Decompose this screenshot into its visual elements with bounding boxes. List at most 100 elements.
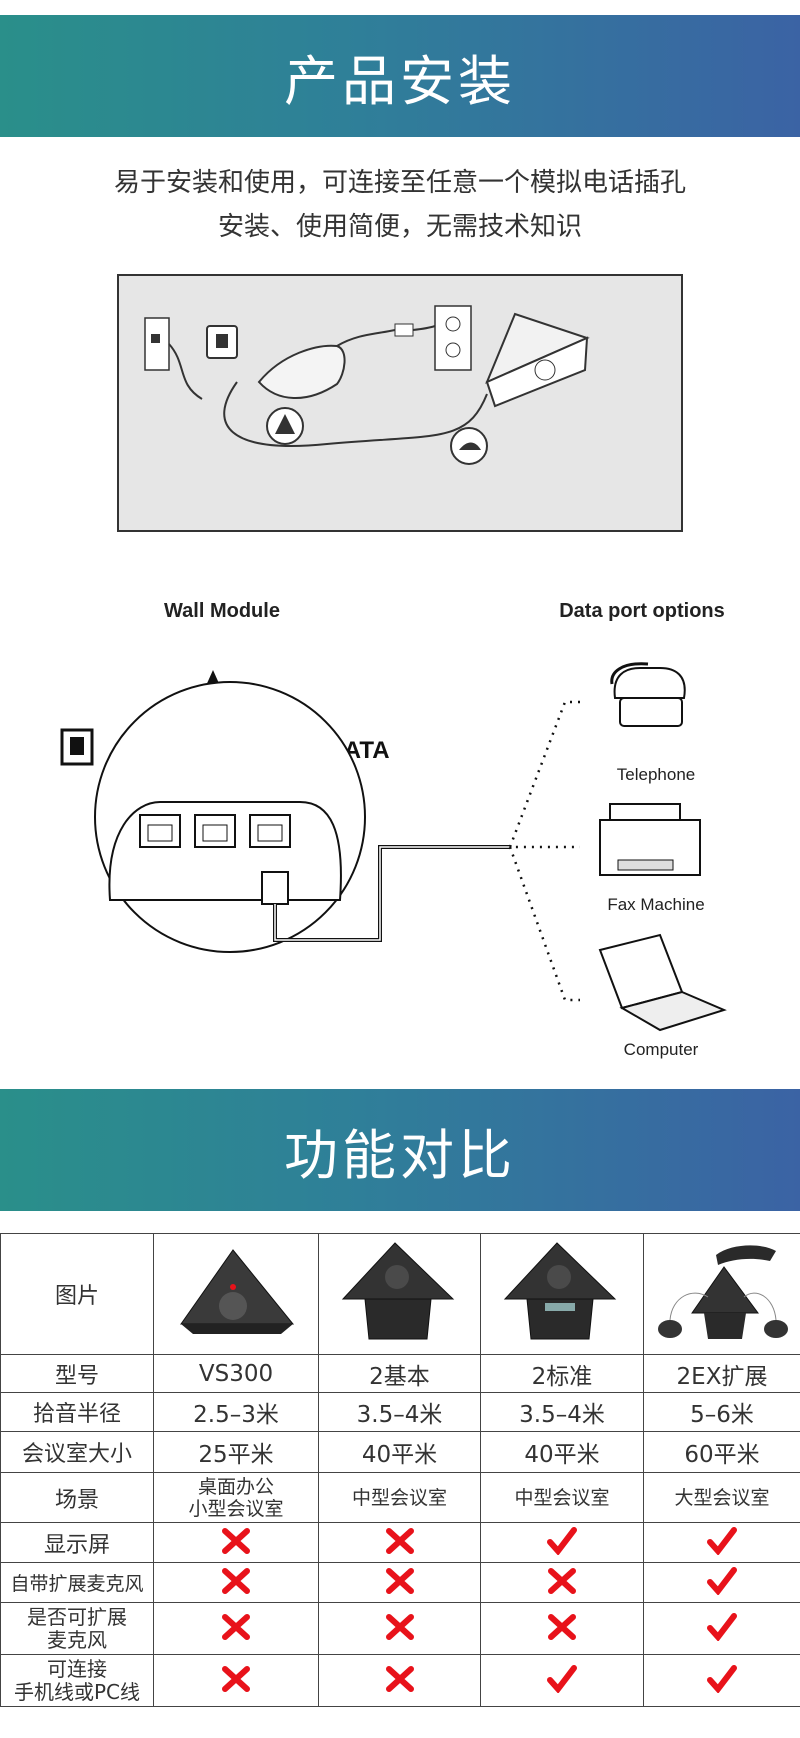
check-icon [707, 1664, 737, 1693]
table-cell: 2标准 [480, 1354, 644, 1393]
telephone-icon [610, 662, 686, 727]
cross-icon [385, 1527, 414, 1554]
computer-icon [598, 933, 727, 1032]
phone-handset-symbol-icon [450, 427, 488, 465]
section-banner-compare: 功能对比 [0, 1089, 800, 1211]
cross-icon [385, 1613, 414, 1640]
conference-symbol-icon [266, 407, 304, 445]
row-label-line: 可连接 [47, 1656, 107, 1681]
row-label: 可连接手机线或PC线 [0, 1654, 154, 1707]
row-label-line: 手机线或PC线 [13, 1679, 141, 1704]
table-cell: 2.5–3米 [153, 1392, 319, 1432]
rj11-port-middle [194, 814, 236, 848]
row-label-line: 显示屏 [43, 1532, 110, 1558]
check-icon [707, 1526, 737, 1555]
wall-module-diagram: Wall Module Data port options DATA Telep… [60, 600, 727, 1059]
table-cell: VS300 [153, 1354, 319, 1393]
section-banner-install: 产品安装 [0, 15, 800, 137]
table-cell: 5–6米 [643, 1392, 800, 1432]
device-label-fax: Fax Machine [607, 895, 704, 914]
table-row-feature: 是否可扩展麦克风 [0, 1602, 800, 1655]
product-2ex-icon [658, 1245, 788, 1339]
rj11-port-right [249, 814, 291, 848]
cross-icon [222, 1567, 250, 1594]
comparison-table: 图片 [0, 1233, 800, 1707]
table-cell: 2基本 [318, 1354, 481, 1393]
conference-phone-icon [485, 312, 590, 408]
check-cell [480, 1654, 644, 1707]
installation-diagram [117, 274, 683, 532]
power-outlet-icon [394, 305, 472, 371]
cross-icon [385, 1567, 414, 1594]
check-cell [643, 1654, 800, 1707]
row-label: 拾音半径 [0, 1392, 154, 1432]
row-label-line: 是否可扩展 [27, 1604, 127, 1629]
check-icon [707, 1566, 737, 1595]
cross-icon [385, 1665, 414, 1692]
cross-cell [318, 1602, 481, 1655]
row-label: 显示屏 [0, 1522, 154, 1563]
table-cell: 40平米 [318, 1431, 481, 1473]
wall-jack-icon [144, 317, 170, 371]
cross-icon [548, 1567, 576, 1594]
row-label: 是否可扩展麦克风 [0, 1602, 154, 1655]
table-cell: 大型会议室 [643, 1472, 800, 1523]
product-image-2ex [643, 1233, 800, 1355]
product-image-2-basic [318, 1233, 481, 1355]
cross-cell [153, 1522, 319, 1563]
cross-cell [318, 1522, 481, 1563]
table-row-feature: 显示屏 [0, 1522, 800, 1563]
cross-icon [548, 1613, 576, 1640]
device-label-telephone: Telephone [617, 765, 695, 784]
cross-cell [480, 1602, 644, 1655]
cross-cell [318, 1562, 481, 1603]
cross-cell [318, 1654, 481, 1707]
product-vs300-icon [180, 1249, 295, 1334]
check-cell [643, 1602, 800, 1655]
cell-line: 桌面办公 [197, 1475, 274, 1498]
section-title-install: 产品安装 [284, 49, 516, 113]
product-2-standard-icon [503, 1242, 617, 1340]
section-title-compare: 功能对比 [284, 1123, 516, 1187]
phone-jack-icon [60, 728, 94, 766]
check-icon [547, 1664, 577, 1693]
wall-module-icon [206, 325, 346, 399]
table-row-feature: 可连接手机线或PC线 [0, 1654, 800, 1707]
table-cell: 3.5–4米 [480, 1392, 644, 1432]
device-label-computer: Computer [624, 1040, 699, 1059]
row-label-image: 图片 [0, 1233, 154, 1355]
table-row-scene: 场景桌面办公小型会议室中型会议室中型会议室大型会议室 [0, 1472, 800, 1523]
check-cell [643, 1522, 800, 1563]
wall-module-label: Wall Module [164, 600, 280, 622]
cross-cell [153, 1654, 319, 1707]
product-image-2-standard [480, 1233, 644, 1355]
cross-cell [153, 1562, 319, 1603]
row-label: 会议室大小 [0, 1431, 154, 1473]
table-cell: 60平米 [643, 1431, 800, 1473]
check-cell [480, 1522, 644, 1563]
cross-icon [222, 1665, 250, 1692]
table-row-images: 图片 [0, 1233, 800, 1355]
row-label: 型号 [0, 1354, 154, 1393]
table-cell: 3.5–4米 [318, 1392, 481, 1432]
cross-cell [153, 1602, 319, 1655]
table-row-feature: 自带扩展麦克风 [0, 1562, 800, 1603]
check-icon [707, 1612, 737, 1641]
fax-machine-icon [599, 803, 701, 876]
row-label: 自带扩展麦克风 [0, 1562, 154, 1603]
table-cell: 2EX扩展 [643, 1354, 800, 1393]
table-cell: 中型会议室 [480, 1472, 644, 1523]
row-label: 场景 [0, 1472, 154, 1523]
cross-icon [222, 1613, 250, 1640]
row-label-line: 自带扩展麦克风 [10, 1573, 144, 1595]
product-image-vs300 [153, 1233, 319, 1355]
product-2-basic-icon [341, 1242, 454, 1340]
intro-line-2: 安装、使用简便，无需技术知识 [217, 212, 582, 242]
table-cell: 中型会议室 [318, 1472, 481, 1523]
table-cell: 40平米 [480, 1431, 644, 1473]
rj11-port-left [139, 814, 181, 848]
check-icon [547, 1526, 577, 1555]
